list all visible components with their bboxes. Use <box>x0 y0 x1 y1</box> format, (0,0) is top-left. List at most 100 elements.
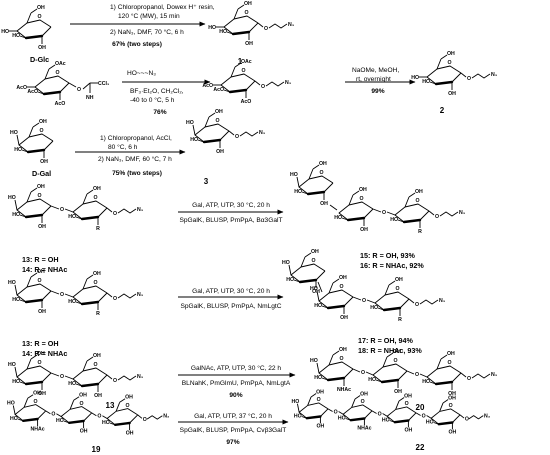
glycosidic-oxygen: O <box>60 292 64 298</box>
c2-substituent: NHAc <box>31 427 45 433</box>
hydroxyl-group: HO <box>186 120 194 126</box>
ring-oxygen: O <box>405 401 409 407</box>
conditions-row1: 1) Chloropropanol, Dowex H⁺ resin, <box>110 4 215 11</box>
ring-oxygen: O <box>38 278 42 284</box>
c2-substituent: R <box>398 317 402 323</box>
yield-row2: 76% <box>153 109 166 116</box>
yield-row2b: 99% <box>371 88 384 95</box>
aglycone-oxygen: O <box>465 416 469 422</box>
ring-oxygen: O <box>242 68 246 74</box>
hydroxyl-group: HO <box>422 379 430 385</box>
hydroxyl-group: OH <box>79 393 87 399</box>
azide-group: N₃ <box>459 210 466 216</box>
hydroxyl-group: HO <box>294 189 302 195</box>
ring-oxygen: O <box>396 286 400 292</box>
conditions-row3: 80 °C, 6 h <box>108 143 138 151</box>
c2-substituent: OH <box>448 91 456 97</box>
label-14b: 14: R = NHAc <box>22 349 67 358</box>
compound-2-label: 2 <box>440 106 445 115</box>
hydroxyl-group: HO <box>10 416 18 422</box>
ring-oxygen: O <box>360 196 364 202</box>
hydroxyl-group: OH <box>39 119 47 125</box>
conditions-row5-bottom: SpGalK, BLUSP, PmPpA, NmLgtC <box>180 303 281 310</box>
c2-substituent: R <box>96 226 100 232</box>
label-19: 19 <box>92 445 101 454</box>
azide-group: N₃ <box>484 413 491 419</box>
hydroxyl-group: HO <box>8 280 16 286</box>
c2-substituent: OH <box>216 149 224 155</box>
hydroxyl-group: HO <box>294 413 302 419</box>
hydroxyl-group: OH <box>360 392 368 398</box>
hydroxyl-group: OH <box>447 351 455 357</box>
hydroxyl-group: OH <box>93 271 101 277</box>
hydroxyl-group: HO <box>290 172 298 178</box>
reagent-chloropropanol: HO~~~N₃ <box>127 70 156 77</box>
hydroxyl-group: HO <box>1 29 9 35</box>
azide-group: N₃ <box>439 298 446 304</box>
ring-oxygen: O <box>216 118 220 124</box>
aglycone-oxygen: O <box>113 211 117 217</box>
ring-oxygen: O <box>38 360 42 366</box>
aglycone-oxygen: O <box>467 376 471 382</box>
hydroxyl-group: OH <box>404 394 412 400</box>
aglycone-oxygen: O <box>261 84 265 90</box>
hydroxyl-group: AcO <box>202 83 213 89</box>
yield-row1: 67% (two steps) <box>112 41 162 48</box>
aglycone-oxygen: O <box>235 134 239 140</box>
c2-substituent: OH <box>38 391 46 397</box>
hydroxyl-group: HO <box>334 215 342 221</box>
ring-oxygen: O <box>94 195 98 201</box>
glycosidic-oxygen: O <box>51 412 55 418</box>
hydroxyl-group: AcO <box>213 87 224 93</box>
c2-substituent: OH <box>448 391 456 397</box>
conditions-row7-bottom: SpGalK, BLUSP, PmPpA, Cvβ3GalT <box>180 427 287 434</box>
c2-substituent: OH <box>80 429 88 435</box>
hydroxyl-group: HO <box>190 137 198 143</box>
conditions-row3: 1) Chloropropanol, AcCl, <box>100 135 172 142</box>
glycosidic-oxygen: O <box>97 414 101 420</box>
c2-substituent: OH <box>360 227 368 233</box>
start-label-dglc: D-Glc <box>30 55 49 64</box>
c2-substituent: AcO <box>55 101 66 107</box>
aglycone-oxygen: O <box>415 302 419 308</box>
c2-substituent: R <box>418 229 422 235</box>
hydroxyl-group: HO <box>102 420 110 426</box>
hydroxyl-group: OH <box>448 396 456 402</box>
c2-substituent: OH <box>38 309 46 315</box>
c2-substituent: OH <box>317 424 325 430</box>
glycosidic-oxygen: O <box>60 207 64 213</box>
hydroxyl-group: OH <box>93 186 101 192</box>
c2-substituent: OH <box>94 393 102 399</box>
hydroxyl-group: HO <box>282 260 290 266</box>
hydroxyl-group: OH <box>93 353 101 359</box>
azide-group: N₃ <box>163 413 170 419</box>
compound-3-label: 3 <box>204 177 209 186</box>
yield-row6: 90% <box>229 392 242 399</box>
glycosidic-oxygen: O <box>334 410 338 416</box>
ring-oxygen: O <box>245 10 249 16</box>
glycosidic-oxygen: O <box>60 374 64 380</box>
c2-substituent: OH <box>312 289 320 295</box>
c2-substituent: NHAc <box>357 426 371 432</box>
ring-oxygen: O <box>34 399 38 405</box>
ring-oxygen: O <box>361 399 365 405</box>
ring-oxygen: O <box>449 403 453 409</box>
hydroxyl-group: OH <box>447 51 455 57</box>
glycosidic-oxygen: O <box>361 370 365 376</box>
ring-oxygen: O <box>394 358 398 364</box>
hydroxyl-group: AcO <box>16 85 27 91</box>
hydroxyl-group: HO <box>310 358 318 364</box>
